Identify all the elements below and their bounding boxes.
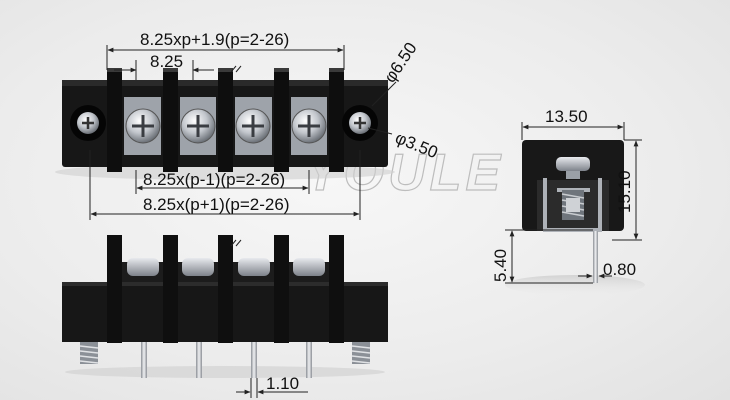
dim-p-plus-1: 8.25x(p+1)(p=2-26) (89, 150, 361, 220)
dim-side-width: 13.50 (521, 107, 625, 140)
top-view: 8.25xp+1.9(p=2-26) 8.25 φ6.50 φ3.50 8.25… (55, 30, 441, 220)
front-screw-heads (127, 258, 325, 276)
dim-side-height: 15.10 (612, 139, 642, 241)
dim-p-minus-1-label: 8.25x(p-1)(p=2-26) (143, 170, 285, 189)
dim-total-width: 8.25xp+1.9(p=2-26) (106, 30, 345, 70)
mounting-hole-left (70, 105, 106, 141)
dim-pin-length-label: 5.40 (491, 249, 510, 282)
top-screw-4 (291, 108, 327, 144)
top-partitions (107, 68, 344, 172)
dim-side-height-label: 15.10 (615, 170, 634, 213)
dim-p-minus-1: 8.25x(p-1)(p=2-26) (135, 170, 310, 194)
dim-pin-length: 5.40 (491, 229, 593, 284)
side-pin (593, 231, 598, 283)
dim-pin-thickness: 0.80 (578, 260, 636, 279)
dim-pitch: 8.25 (114, 52, 214, 80)
dim-pin-width-label: 1.10 (266, 374, 299, 393)
side-view: 13.50 15.10 5.40 0.80 (491, 107, 645, 295)
mounting-hole-right (342, 105, 378, 141)
top-screw-1 (125, 108, 161, 144)
dim-total-width-label: 8.25xp+1.9(p=2-26) (140, 30, 289, 49)
front-view: 1.10 (62, 235, 388, 398)
dim-pitch-label: 8.25 (150, 52, 183, 71)
dim-hole-large-label: φ6.50 (380, 39, 420, 86)
top-screw-2 (180, 108, 216, 144)
dim-pin-width: 1.10 (236, 374, 308, 398)
front-studs (79, 342, 371, 364)
side-screw-head (556, 157, 590, 171)
top-screw-3 (235, 108, 271, 144)
dim-p-plus-1-label: 8.25x(p+1)(p=2-26) (143, 195, 289, 214)
front-pins (141, 342, 312, 378)
dim-side-width-label: 13.50 (545, 107, 588, 126)
dim-pin-thickness-label: 0.80 (603, 260, 636, 279)
